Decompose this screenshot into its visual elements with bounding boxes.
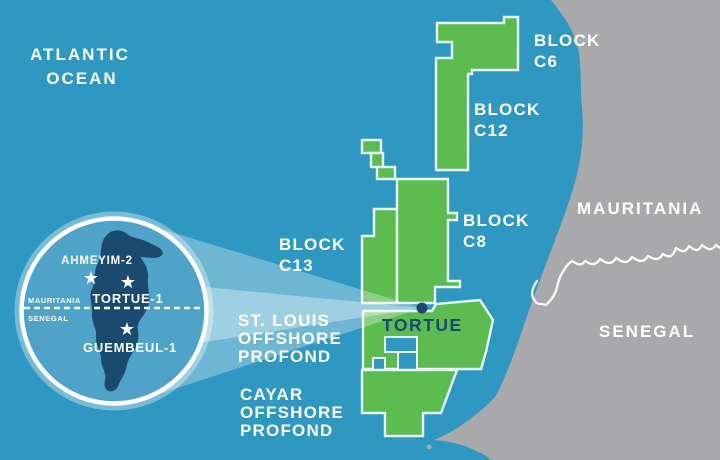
- block-c8-step-2: [369, 151, 385, 169]
- inset-halo-ring: [14, 211, 214, 411]
- st-louis-label-line2: OFFSHORE: [238, 329, 342, 348]
- block-c8-area: [395, 177, 462, 305]
- st-louis-notch-1: [384, 336, 418, 353]
- well-label-tortue-1: TORTUE-1: [92, 291, 163, 306]
- map-labels: ATLANTIC OCEAN BLOCK C6 BLOCK C12 BLOCK …: [30, 31, 703, 440]
- st-louis-label-line1: ST. LOUIS: [238, 311, 330, 330]
- st-louis-label-line3: PROFOND: [238, 347, 331, 366]
- inset-border-label-senegal: SENEGAL: [28, 314, 68, 323]
- tortue-field-label: TORTUE: [382, 315, 463, 335]
- magnifier-beam-outer: [151, 226, 422, 396]
- magnifier-beam-inner: [161, 283, 422, 349]
- coastal-islet: [426, 444, 432, 450]
- well-label-guembeul-1: GUEMBEUL-1: [83, 340, 177, 355]
- block-c8-label-line1: BLOCK: [463, 211, 529, 230]
- block-c13-label-line2: C13: [279, 256, 314, 275]
- cayar-offshore-profond-area: [360, 368, 459, 438]
- block-c6-c12-area: [434, 15, 520, 172]
- well-star-icon: ★: [120, 272, 136, 293]
- well-star-icon: ★: [119, 319, 135, 340]
- inset-border-label-mauritania: MAURITANIA: [28, 296, 81, 305]
- coastline-landmass: [434, 0, 720, 460]
- senegal-river: [530, 243, 720, 307]
- block-c6-label-line1: BLOCK: [534, 31, 600, 50]
- cayar-label-line1: CAYAR: [240, 385, 303, 404]
- st-louis-notch-2: [397, 351, 418, 371]
- cayar-label-line2: OFFSHORE: [240, 403, 344, 422]
- block-c8-step-3: [375, 165, 397, 181]
- country-label-senegal: SENEGAL: [599, 322, 695, 341]
- block-c6-label-line2: C6: [534, 52, 558, 71]
- field-inset-magnifier: ★ ★ ★ AHMEYIM-2 TORTUE-1 GUEMBEUL-1 MAUR…: [14, 211, 214, 411]
- block-c8-label-line2: C8: [463, 232, 487, 251]
- tortue-location-dot: [416, 302, 428, 314]
- block-c12-label-line1: BLOCK: [474, 100, 540, 119]
- tortue-gas-field-outline: [90, 230, 163, 392]
- well-label-ahmeyim-2: AHMEYIM-2: [61, 255, 133, 267]
- ocean-label-line1: ATLANTIC: [30, 45, 130, 64]
- block-c12-label-line2: C12: [474, 121, 509, 140]
- well-star-icon: ★: [83, 268, 99, 289]
- cayar-label-line3: PROFOND: [240, 421, 333, 440]
- block-c13-label-line1: BLOCK: [279, 235, 345, 254]
- block-c8-step-1: [360, 138, 383, 155]
- st-louis-notch-3: [372, 357, 386, 371]
- country-label-mauritania: MAURITANIA: [577, 199, 703, 218]
- ocean-label-line2: OCEAN: [46, 69, 117, 88]
